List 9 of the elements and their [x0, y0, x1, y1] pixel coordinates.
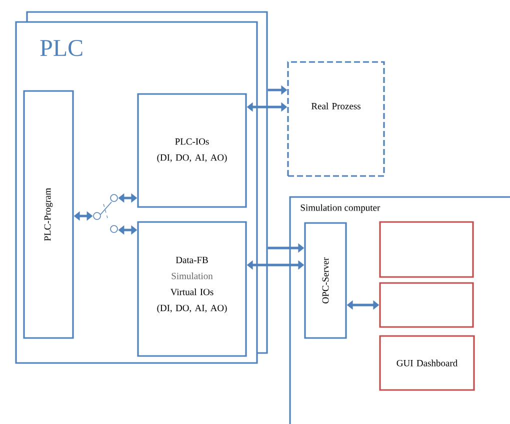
process-box: GUI Dashboard: [379, 335, 475, 391]
dashed-box: Real Prozess: [287, 61, 385, 177]
vertical-box: PLC-Program: [23, 90, 74, 339]
vertical-box: OPC-Server: [304, 222, 347, 339]
process-box: [379, 221, 474, 278]
process-box: PLC-IOs (DI, DO, AI, AO): [137, 93, 247, 208]
process-box: Data-FB Simulation Virtual IOs (DI, DO, AI, AO): [137, 221, 247, 357]
switch-symbol: [93, 194, 118, 233]
process-box: [379, 282, 474, 328]
